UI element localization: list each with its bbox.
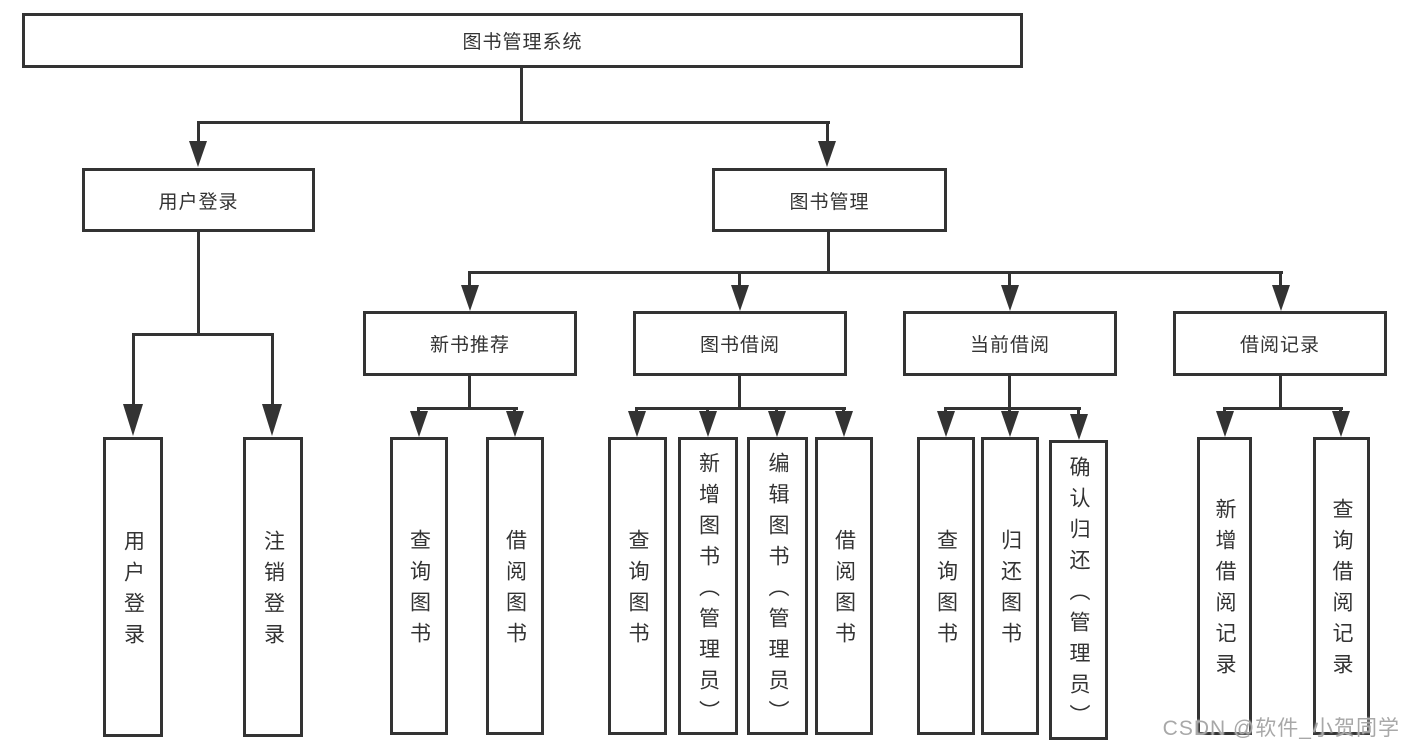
connector-book-mgmt-stem — [827, 232, 830, 273]
node-borrow-record-label: 借阅记录 — [1239, 335, 1320, 356]
connector-rail — [417, 407, 518, 410]
node-book-mgmt: 图书管理 — [712, 168, 947, 232]
leaf-borrow-book-1: 借阅图书 — [486, 437, 544, 735]
connector-user-login-stem — [197, 232, 200, 336]
node-current-borrow: 当前借阅 — [903, 311, 1117, 376]
arrow-down-icon — [1001, 285, 1019, 311]
leaf-query-book-2: 查询图书 — [608, 437, 667, 735]
connector-rail — [944, 407, 1081, 410]
node-user-login-label: 用户登录 — [158, 191, 239, 213]
leaf-query-book-3: 查询图书 — [917, 437, 975, 735]
arrow-down-icon — [410, 411, 428, 437]
connector-rail — [635, 407, 846, 410]
leaf-edit-book-admin-label: 编辑图书（管理员） — [766, 451, 789, 731]
arrow-down-icon — [818, 141, 836, 167]
arrow-down-icon — [123, 404, 143, 436]
leaf-query-borrow-record: 查询借阅记录 — [1313, 437, 1370, 735]
leaf-user-login: 用户登录 — [103, 437, 163, 737]
arrow-down-icon — [1001, 411, 1019, 437]
arrow-down-icon — [1216, 411, 1234, 437]
arrow-down-icon — [1070, 414, 1088, 440]
connector-stem-borrow-record — [1279, 271, 1282, 287]
connector-stem-book-mgmt — [826, 121, 829, 143]
leaf-return-book: 归还图书 — [981, 437, 1039, 735]
leaf-add-book-admin: 新增图书（管理员） — [678, 437, 738, 735]
connector-stem-current-borrow — [1008, 271, 1011, 287]
connector-stem — [738, 376, 741, 410]
node-current-borrow-label: 当前借阅 — [969, 335, 1050, 356]
connector-stem — [468, 376, 471, 410]
arrow-down-icon — [628, 411, 646, 437]
node-new-book-recommend-label: 新书推荐 — [429, 335, 510, 356]
connector-stem-leaf — [132, 333, 135, 405]
connector-stem — [1008, 376, 1011, 410]
leaf-query-book-1: 查询图书 — [390, 437, 448, 735]
arrow-down-icon — [461, 285, 479, 311]
connector-stem-leaf — [1077, 407, 1080, 417]
connector-root-stem — [520, 68, 523, 124]
leaf-borrow-book-1-label: 借阅图书 — [503, 529, 527, 653]
leaf-logout: 注销登录 — [243, 437, 303, 737]
arrow-down-icon — [189, 141, 207, 167]
leaf-confirm-return-admin-label: 确认归还（管理员） — [1067, 455, 1090, 735]
leaf-add-book-admin-label: 新增图书（管理员） — [696, 451, 720, 731]
leaf-return-book-label: 归还图书 — [998, 529, 1022, 653]
arrow-down-icon — [768, 411, 786, 437]
connector-stem-new-book — [468, 271, 471, 287]
leaf-edit-book-admin: 编辑图书（管理员） — [747, 437, 808, 735]
connector-stem-leaf — [271, 333, 274, 405]
arrow-down-icon — [262, 404, 282, 436]
node-book-mgmt-label: 图书管理 — [789, 191, 870, 213]
node-root-label: 图书管理系统 — [462, 32, 583, 53]
connector-user-login-rail — [132, 333, 274, 336]
leaf-logout-label: 注销登录 — [261, 530, 285, 654]
arrow-down-icon — [699, 411, 717, 437]
node-borrow-record: 借阅记录 — [1173, 311, 1387, 376]
arrow-down-icon — [1332, 411, 1350, 437]
csdn-watermark: CSDN @软件_小贺同学 — [1162, 717, 1400, 740]
leaf-borrow-book-2: 借阅图书 — [815, 437, 873, 735]
connector-stem — [1279, 376, 1282, 410]
leaf-confirm-return-admin: 确认归还（管理员） — [1049, 440, 1108, 740]
connector-stem-user-login — [197, 121, 200, 143]
node-root-system: 图书管理系统 — [22, 13, 1023, 68]
connector-root-rail — [197, 121, 830, 124]
arrow-down-icon — [835, 411, 853, 437]
node-new-book-recommend: 新书推荐 — [363, 311, 577, 376]
node-book-borrow-label: 图书借阅 — [699, 335, 780, 356]
leaf-borrow-book-2-label: 借阅图书 — [832, 529, 856, 653]
leaf-query-book-1-label: 查询图书 — [407, 529, 431, 653]
leaf-query-borrow-record-label: 查询借阅记录 — [1330, 498, 1353, 684]
connector-rail — [1223, 407, 1343, 410]
leaf-query-book-3-label: 查询图书 — [934, 529, 958, 653]
arrow-down-icon — [937, 411, 955, 437]
leaf-user-login-label: 用户登录 — [121, 530, 145, 654]
arrow-down-icon — [1272, 285, 1290, 311]
arrow-down-icon — [731, 285, 749, 311]
arrow-down-icon — [506, 411, 524, 437]
node-user-login: 用户登录 — [82, 168, 315, 232]
leaf-query-book-2-label: 查询图书 — [626, 529, 649, 653]
connector-book-mgmt-rail — [468, 271, 1283, 274]
connector-stem-book-borrow — [738, 271, 741, 287]
node-book-borrow: 图书借阅 — [633, 311, 847, 376]
leaf-add-borrow-record: 新增借阅记录 — [1197, 437, 1252, 735]
leaf-add-borrow-record-label: 新增借阅记录 — [1213, 498, 1236, 684]
